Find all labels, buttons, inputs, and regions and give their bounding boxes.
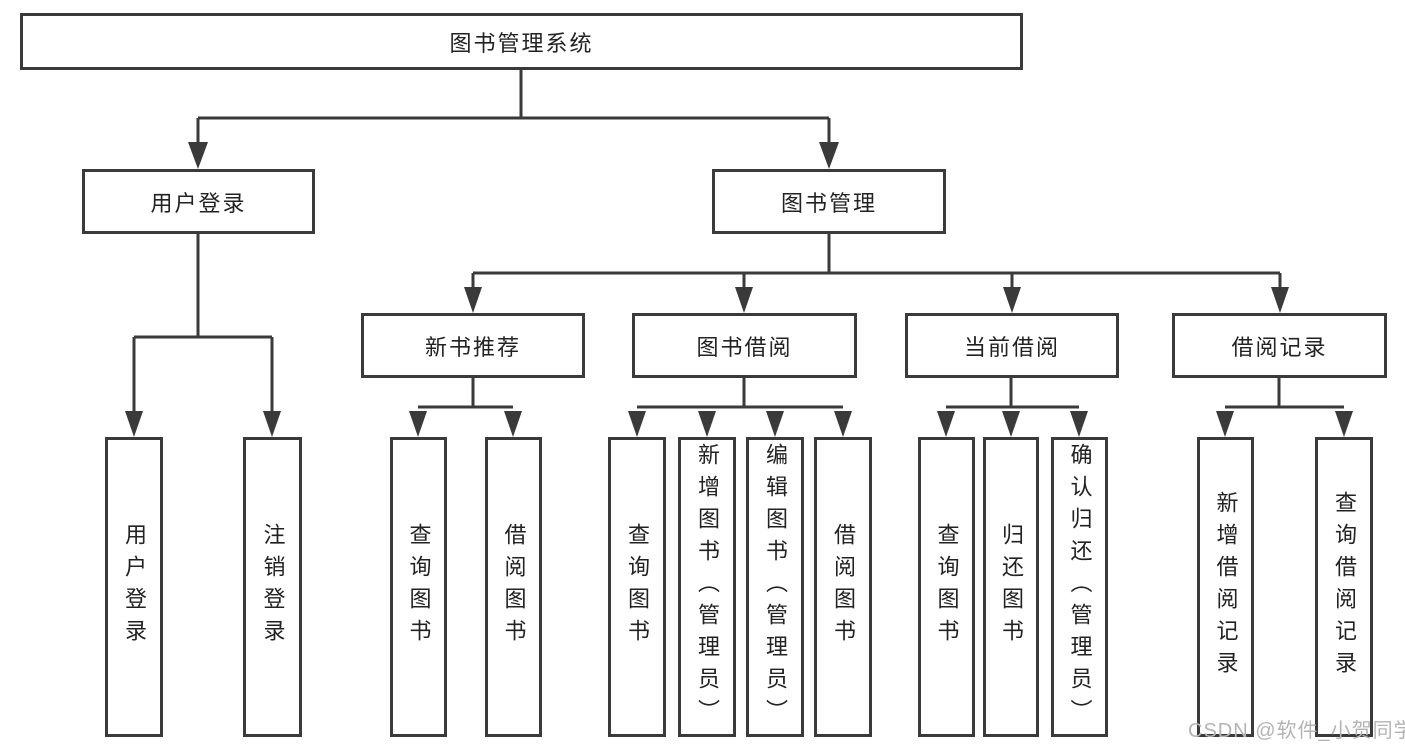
- node-label: 图书借阅: [696, 334, 793, 360]
- node-label: 借阅记录: [1231, 334, 1328, 360]
- node-leaf-add-book-admin: 新增图书（管理员）: [678, 437, 736, 737]
- node-borrow-record: 借阅记录: [1172, 313, 1387, 378]
- node-leaf-logout: 注销登录: [243, 437, 302, 737]
- node-leaf-query-borrow-record: 查询借阅记录: [1315, 437, 1373, 737]
- node-label: 用户登录: [150, 190, 247, 216]
- node-label: 图书管理系统: [449, 30, 594, 56]
- node-user-login: 用户登录: [82, 169, 315, 234]
- node-label: 用户登录: [122, 523, 147, 651]
- node-new-book-recommend: 新书推荐: [361, 313, 585, 378]
- node-leaf-borrow-book: 借阅图书: [814, 437, 872, 737]
- node-label: 注销登录: [260, 523, 286, 651]
- node-leaf-borrow-book: 借阅图书: [485, 437, 542, 737]
- node-label: 当前借阅: [963, 334, 1060, 360]
- node-leaf-return-book: 归还图书: [983, 437, 1039, 737]
- node-leaf-user-login: 用户登录: [105, 437, 163, 737]
- node-label: 新书推荐: [424, 334, 521, 360]
- node-root-system: 图书管理系统: [20, 13, 1023, 70]
- node-label: 借阅图书: [831, 523, 856, 651]
- watermark: CSDN @软件_小贺同学: [1188, 720, 1405, 742]
- node-leaf-query-book: 查询图书: [918, 437, 975, 737]
- node-label: 确认归还（管理员）: [1067, 443, 1093, 731]
- node-label: 查询图书: [934, 523, 960, 651]
- node-leaf-confirm-return-admin: 确认归还（管理员）: [1051, 437, 1108, 737]
- node-book-borrow: 图书借阅: [632, 313, 857, 378]
- node-leaf-edit-book-admin: 编辑图书（管理员）: [746, 437, 804, 737]
- node-label: 图书管理: [780, 190, 877, 216]
- node-leaf-query-book: 查询图书: [608, 437, 666, 737]
- node-current-borrow: 当前借阅: [905, 313, 1119, 378]
- node-label: 新增借阅记录: [1213, 491, 1239, 683]
- node-leaf-query-book: 查询图书: [390, 437, 447, 737]
- node-label: 查询图书: [406, 523, 432, 651]
- node-leaf-add-borrow-record: 新增借阅记录: [1197, 437, 1254, 737]
- node-label: 查询借阅记录: [1332, 491, 1357, 683]
- node-label: 查询图书: [625, 523, 650, 651]
- node-label: 借阅图书: [501, 523, 527, 651]
- node-book-management: 图书管理: [712, 169, 946, 234]
- node-label: 编辑图书（管理员）: [763, 443, 788, 731]
- node-label: 归还图书: [999, 523, 1024, 651]
- node-label: 新增图书（管理员）: [695, 443, 720, 731]
